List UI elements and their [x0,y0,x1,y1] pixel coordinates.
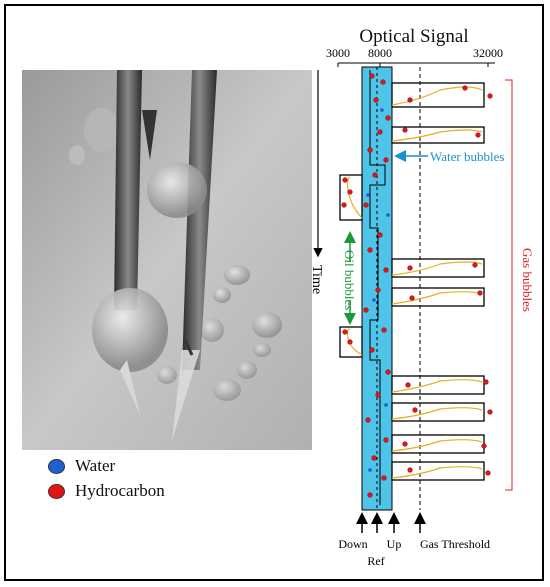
up-label: Up [387,537,402,551]
water-bubbles-label: Water bubbles [430,149,504,164]
ref-label: Ref [367,554,384,568]
water-dots [366,108,390,472]
water-dot-icon [48,458,65,474]
legend-water-label: Water [75,456,116,475]
oil-signal-curves [346,176,363,356]
tick-32000: 32000 [473,46,503,60]
legend-hydrocarbon: Hydrocarbon [48,481,165,501]
gas-bubbles-bracket [505,79,513,491]
time-label: Time [309,265,324,294]
legend-water: Water [48,456,115,476]
probe-photograph [22,70,312,450]
gas-signal-boxes [391,82,485,481]
gas-threshold-label: Gas Threshold [420,537,490,551]
hydrocarbon-dot-icon [48,483,65,499]
oil-bubbles-label: Oil bubbles [342,250,357,310]
gas-bubbles-label: Gas bubbles [520,248,535,312]
hydrocarbon-dots [341,73,493,498]
oil-signal-boxes [339,174,363,358]
tick-8000: 8000 [368,46,392,60]
legend-hydrocarbon-label: Hydrocarbon [75,481,165,500]
tick-3000: 3000 [326,46,350,60]
bottom-markers [356,512,426,533]
signal-step-line [369,70,386,505]
down-label: Down [338,537,367,551]
chart-title: Optical Signal [359,26,468,47]
gas-signal-curves [391,86,483,479]
